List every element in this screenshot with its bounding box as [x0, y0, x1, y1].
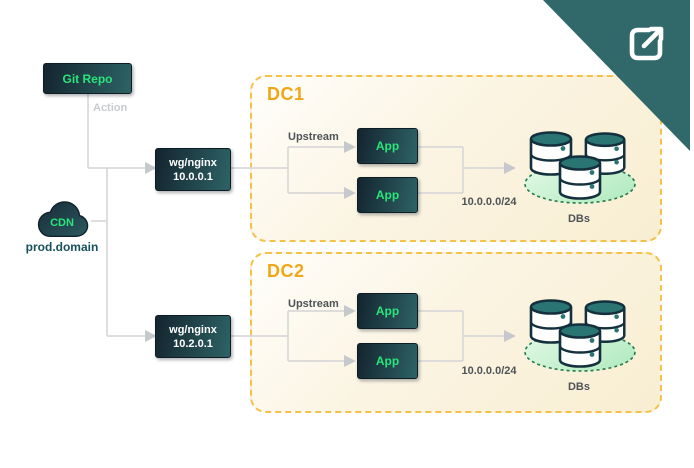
dc2-subnet-label: 10.0.0.0/24 [461, 365, 517, 377]
external-link-button[interactable] [624, 22, 668, 66]
cdn-node: CDN prod.domain [26, 196, 98, 254]
dc1-upstream-label: Upstream [288, 131, 339, 143]
dc1-app2-label: App [375, 188, 400, 202]
git-repo-label: Git Repo [62, 71, 113, 86]
dc1-dbs-label: DBs [567, 213, 590, 225]
dc1-app1-node: App [357, 128, 418, 164]
dc2-gateway-node: wg/nginx 10.2.0.1 [155, 315, 231, 358]
dc1-gateway-name: wg/nginx [169, 156, 217, 169]
git-repo-node: Git Repo [43, 63, 132, 94]
dc2-upstream-label: Upstream [288, 298, 339, 310]
dc1-gateway-ip: 10.0.0.1 [173, 170, 213, 183]
dc2-title: DC2 [267, 261, 305, 281]
dc1-title: DC1 [267, 84, 305, 104]
dc1-gateway-node: wg/nginx 10.0.0.1 [155, 148, 231, 191]
dc2-dbs-label: DBs [567, 381, 590, 393]
dc1-database-icon [519, 125, 641, 209]
external-link-icon [629, 26, 664, 61]
cdn-label: CDN [50, 217, 74, 229]
dc2-database-icon [519, 293, 641, 377]
dc2-gateway-ip: 10.2.0.1 [173, 337, 213, 350]
cloud-icon [37, 201, 89, 238]
dc2-app2-label: App [375, 354, 400, 368]
dc2-app1-label: App [375, 304, 400, 318]
dc2-app2-node: App [357, 343, 418, 379]
cdn-domain-label: prod.domain [25, 240, 99, 254]
dc2-gateway-name: wg/nginx [169, 323, 217, 336]
action-label: Action [93, 102, 128, 114]
dc1-subnet-label: 10.0.0.0/24 [461, 196, 517, 208]
dc2-app1-node: App [357, 293, 418, 329]
dc1-app1-label: App [375, 139, 400, 153]
dc1-app2-node: App [357, 177, 418, 213]
